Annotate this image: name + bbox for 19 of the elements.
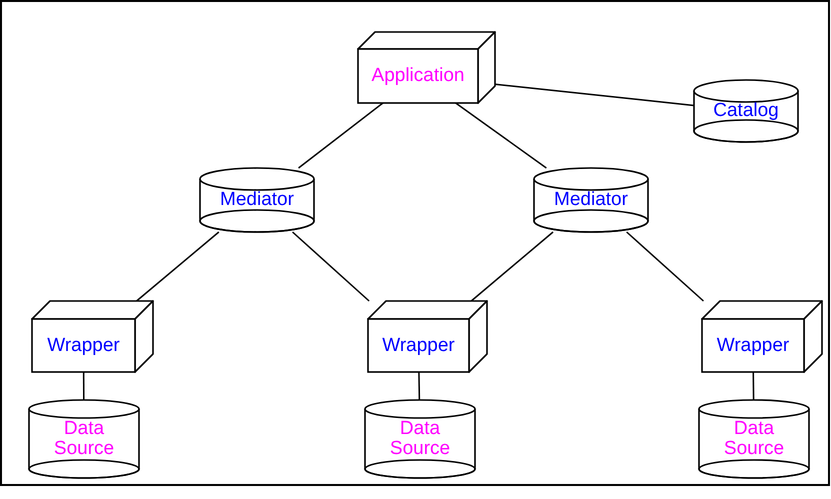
connector-line [418,372,420,400]
connector-line [455,102,547,169]
connector-line [752,372,754,400]
node-label: Catalog [712,101,780,121]
connector-line [470,231,554,302]
node-label: Wrapper [381,336,456,356]
connector-line [82,372,85,400]
node-label: Data Source [388,419,452,459]
connector-line [494,83,694,106]
node-label: Data Source [722,419,786,459]
connector-line [626,231,704,302]
node-label: Wrapper [46,336,121,356]
node-label: Application [370,66,466,86]
node-label: Data Source [52,419,116,459]
node-label: Wrapper [716,336,790,356]
node-label: Mediator [553,190,629,210]
connector-line [136,231,220,302]
node-label: Mediator [219,190,295,210]
connector-line [298,102,384,169]
